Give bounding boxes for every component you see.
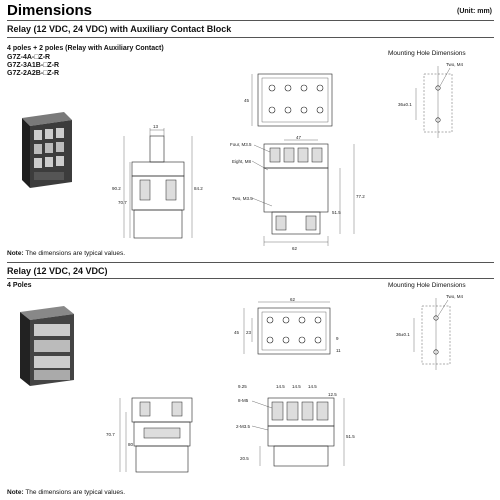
section2-subtitle: 4 Poles <box>7 282 32 289</box>
svg-text:Eight, M8: Eight, M8 <box>232 159 252 164</box>
svg-text:11: 11 <box>336 348 341 353</box>
model-g7z-4a: G7Z-4A-□Z-R <box>7 54 51 61</box>
svg-text:14.5: 14.5 <box>292 384 301 389</box>
svg-text:36±0.1: 36±0.1 <box>398 102 412 107</box>
section2-mounting-title: Mounting Hole Dimensions <box>388 282 466 289</box>
section1-mounting-title: Mounting Hole Dimensions <box>388 50 466 57</box>
svg-text:90.2: 90.2 <box>112 186 121 191</box>
relay-4pole-photo <box>20 306 74 386</box>
section1-side-view: 13 90.2 70.7 84.2 <box>112 124 203 239</box>
header-rule <box>7 20 494 21</box>
svg-text:62: 62 <box>292 246 298 251</box>
section2-side-view: 70.7 80 <box>106 397 193 473</box>
svg-text:51.5: 51.5 <box>346 434 355 439</box>
section1-top-view: 45 <box>244 73 333 127</box>
svg-text:77.2: 77.2 <box>356 194 365 199</box>
section2-mounting-holes: Two, M4 36±0.1 <box>396 294 464 370</box>
section1-rule <box>7 37 494 38</box>
svg-text:14.5: 14.5 <box>308 384 317 389</box>
section1-subtitle: 4 poles + 2 poles (Relay with Auxiliary … <box>7 45 164 52</box>
svg-text:2-M3.5: 2-M3.5 <box>236 424 251 429</box>
section2-rule <box>7 278 494 279</box>
svg-text:45: 45 <box>244 98 250 103</box>
svg-text:36±0.1: 36±0.1 <box>396 332 410 337</box>
svg-text:70.7: 70.7 <box>106 432 115 437</box>
svg-text:70.7: 70.7 <box>118 200 127 205</box>
svg-text:Four, M3.5: Four, M3.5 <box>230 142 252 147</box>
page-title: Dimensions <box>7 2 93 19</box>
svg-text:14.5: 14.5 <box>276 384 285 389</box>
svg-text:45: 45 <box>234 330 240 335</box>
svg-text:Two, M4: Two, M4 <box>446 294 464 299</box>
section1-mounting-holes: Two, M4 36±0.1 <box>398 62 464 138</box>
section1-front-view: 47 Four, M3.5 Eight, M8 Two, M3.5 51.5 7… <box>230 135 365 251</box>
section2-front-view: 9.25 14.5 14.5 14.5 12.5 8-M5 2-M3.5 51.… <box>236 384 355 467</box>
unit-label: (Unit: mm) <box>457 8 492 15</box>
svg-text:62: 62 <box>290 297 296 302</box>
section2-title: Relay (12 VDC, 24 VDC) <box>7 266 108 276</box>
svg-text:23: 23 <box>246 330 252 335</box>
section2-top-rule <box>7 262 494 263</box>
svg-text:47: 47 <box>296 135 302 140</box>
section1-title: Relay (12 VDC, 24 VDC) with Auxiliary Co… <box>7 24 232 34</box>
svg-text:9.25: 9.25 <box>238 384 247 389</box>
svg-text:80: 80 <box>128 442 134 447</box>
svg-text:20.5: 20.5 <box>240 456 249 461</box>
svg-text:84.2: 84.2 <box>194 186 203 191</box>
svg-text:Two, M3.5: Two, M3.5 <box>232 196 253 201</box>
svg-text:12.5: 12.5 <box>328 392 337 397</box>
relay-aux-photo <box>22 112 72 188</box>
svg-text:8-M5: 8-M5 <box>238 398 249 403</box>
section2-note: Note: The dimensions are typical values. <box>7 489 126 496</box>
svg-text:Two, M4: Two, M4 <box>446 62 464 67</box>
svg-text:13: 13 <box>153 124 159 129</box>
section2-top-view: 62 45 23 9 11 <box>234 297 341 355</box>
svg-text:9: 9 <box>336 336 339 341</box>
svg-text:51.5: 51.5 <box>332 210 341 215</box>
model-g7z-2a2b: G7Z-2A2B-□Z-R <box>7 70 60 77</box>
section1-note: Note: The dimensions are typical values. <box>7 250 126 257</box>
model-g7z-3a1b: G7Z-3A1B-□Z-R <box>7 62 60 69</box>
